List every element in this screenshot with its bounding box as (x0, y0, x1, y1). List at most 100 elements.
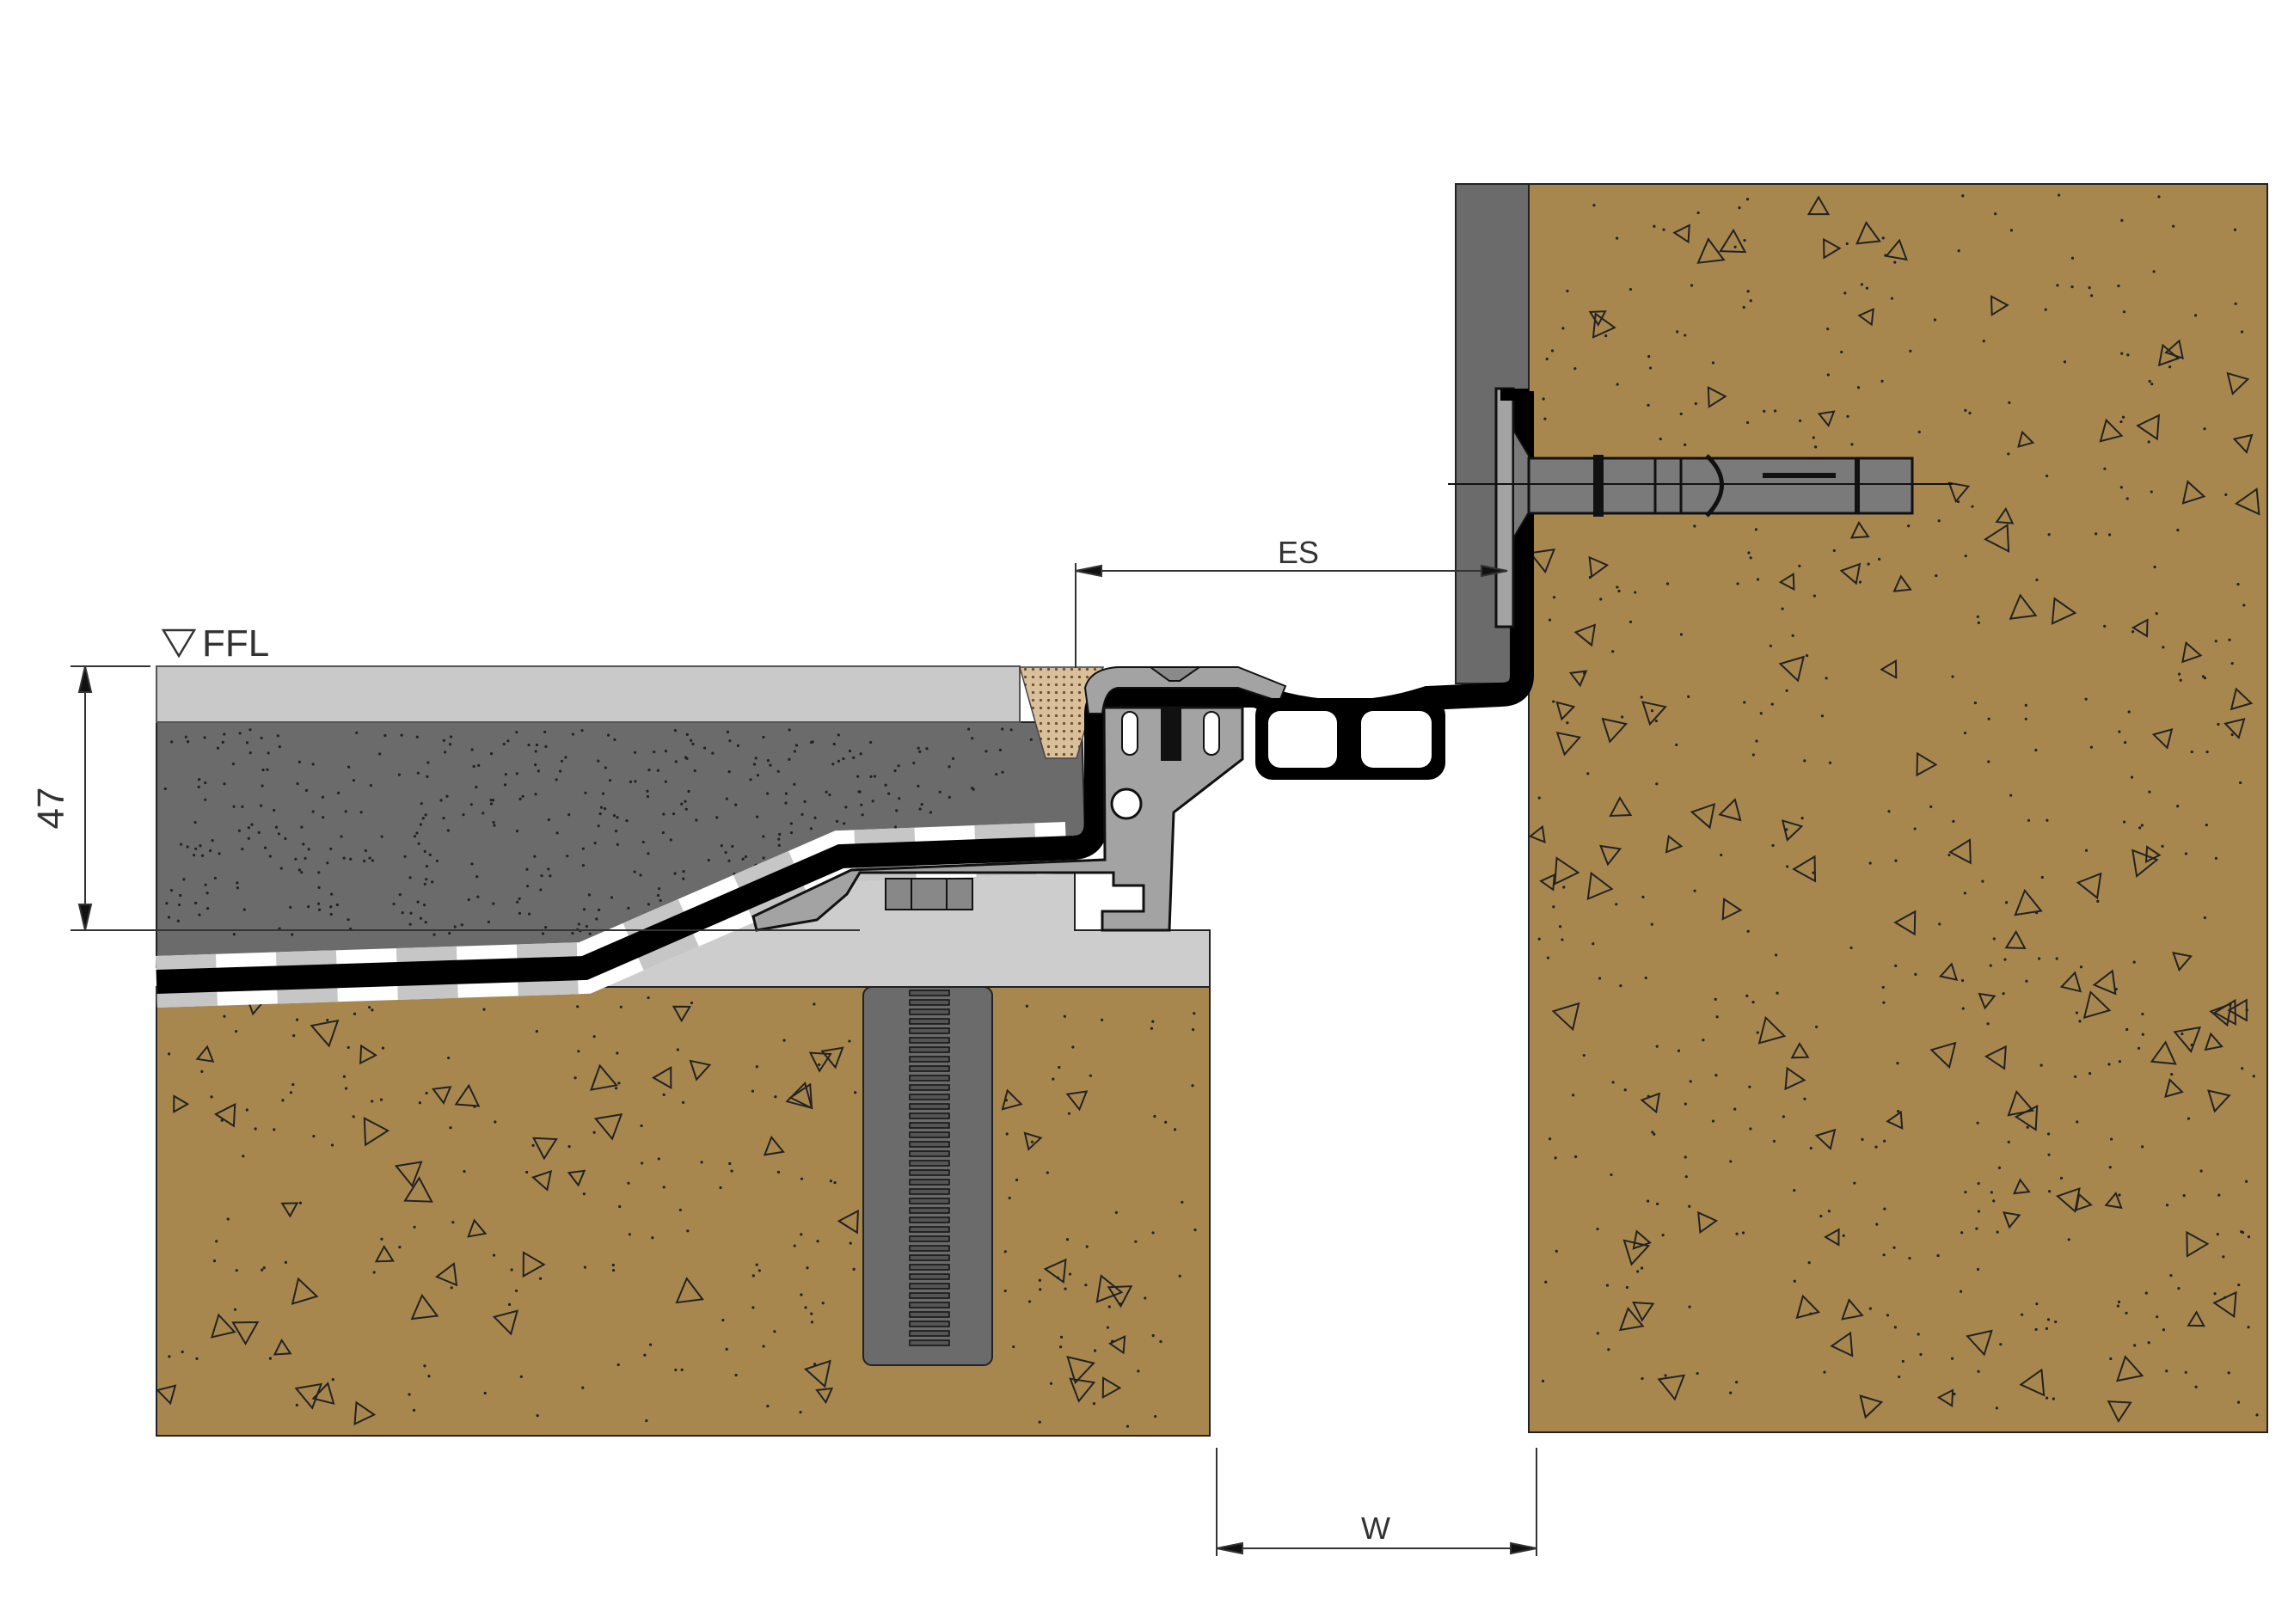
aggregate-dot (1756, 1031, 1759, 1034)
aggregate-dot (1964, 555, 1967, 558)
aggregate-dot (2230, 732, 2234, 737)
aggregate-dot (1616, 585, 1619, 589)
aggregate-dot (1029, 738, 1033, 741)
aggregate-dot (1640, 696, 1643, 699)
aggregate-dot (1919, 1352, 1923, 1357)
aggregate-dot (179, 843, 183, 846)
aggregate-dot (842, 757, 845, 761)
aggregate-dot (1850, 443, 1854, 446)
aggregate-dot (1956, 499, 1960, 504)
aggregate-triangle (1886, 1110, 1904, 1131)
aggregate-dot (294, 857, 297, 861)
aggregate-dot (2035, 578, 2039, 582)
aggregate-dot (1582, 1053, 1586, 1057)
aggregate-dot (1546, 956, 1550, 959)
aggregate-dot (2170, 1073, 2174, 1076)
aggregate-dot (1653, 224, 1656, 228)
aggregate-dot (720, 844, 723, 848)
aggregate-dot (1647, 354, 1651, 359)
aggregate-dot (1743, 238, 1746, 242)
aggregate-triangle (394, 1161, 423, 1188)
aggregate-dot (1798, 564, 1801, 567)
aggregate-dot (1957, 249, 1960, 253)
rod-thread (909, 1198, 950, 1204)
aggregate-dot (181, 1350, 184, 1354)
aggregate-dot (856, 775, 860, 778)
aggregate-dot (1897, 1109, 1900, 1113)
aggregate-dot (1684, 1175, 1688, 1179)
aluminium-profile (751, 706, 1244, 932)
aggregate-triangle (410, 1293, 439, 1321)
aggregate-triangle (363, 1117, 390, 1147)
aggregate-dot (1745, 994, 1749, 997)
aggregate-dot (995, 772, 998, 776)
aggregate-triangle (788, 1082, 813, 1110)
aggregate-dot (1805, 654, 1809, 658)
aggregate-dot (925, 747, 929, 751)
rod-thread (909, 1292, 950, 1299)
aggregate-dot (2150, 490, 2153, 493)
aggregate-triangle (311, 1382, 335, 1405)
aggregate-triangle (2223, 717, 2246, 740)
aggregate-dot (634, 780, 637, 783)
aggregate-dot (1933, 318, 1937, 322)
aggregate-dot (257, 830, 261, 834)
aggregate-triangle (2092, 969, 2117, 996)
aggregate-dot (2230, 662, 2234, 665)
aggregate-dot (643, 1353, 647, 1357)
aggregate-triangle (1839, 562, 1862, 585)
aggregate-dot (848, 749, 852, 753)
aggregate-dot (782, 1039, 786, 1042)
aggregate-triangle (1855, 221, 1881, 245)
rod-thread (909, 1254, 950, 1261)
aggregate-dot (2078, 1020, 2082, 1023)
aggregate-dot (423, 849, 426, 853)
aggregate-dot (1733, 245, 1737, 248)
aggregate-dot (852, 756, 856, 759)
aggregate-triangle (1632, 1301, 1655, 1322)
aggregate-dot (555, 778, 558, 781)
aggregate-dot (1745, 420, 1750, 425)
aggregate-dot (435, 859, 439, 862)
aggregate-dot (248, 728, 252, 732)
aggregate-dot (2107, 1063, 2111, 1066)
aggregate-triangle (820, 1046, 844, 1069)
aggregate-dot (1181, 1200, 1184, 1204)
aggregate-dot (1092, 1402, 1096, 1406)
aggregate-dot (848, 1039, 851, 1043)
aggregate-dot (685, 732, 689, 736)
aggregate-dot (998, 748, 1003, 751)
aggregate-dot (245, 1108, 248, 1112)
aggregate-dot (322, 816, 325, 819)
aggregate-triangle (2230, 687, 2254, 711)
aggregate-dot (752, 763, 757, 766)
aggregate-triangle (1880, 659, 1898, 679)
aggregate-dot (1826, 328, 1830, 331)
aggregate-dot (494, 1120, 497, 1124)
aggregate-triangle (675, 1277, 704, 1304)
aggregate-dot (449, 735, 453, 738)
aggregate-dot (223, 782, 226, 786)
aggregate-triangle (1806, 195, 1831, 216)
seal-void (1268, 711, 1337, 768)
aggregate-triangle (173, 1094, 190, 1114)
aggregate-dot (1843, 291, 1847, 295)
aggregate-dot (540, 874, 543, 878)
aggregate-triangle (1936, 1388, 1954, 1408)
aggregate-dot (1782, 1115, 1785, 1118)
aggregate-dot (1046, 1171, 1049, 1174)
aggregate-dot (1711, 361, 1715, 365)
aggregate-dot (2084, 697, 2088, 701)
aggregate-dot (1950, 1357, 1954, 1360)
aggregate-triangle (531, 1169, 553, 1192)
aggregate-triangle (2164, 339, 2184, 360)
aggregate-triangle (1690, 802, 1716, 830)
aggregate-dot (330, 1143, 334, 1147)
aggregate-dot (917, 746, 920, 750)
aggregate-dot (2141, 1033, 2144, 1036)
aggregate-dot (2046, 1318, 2051, 1321)
aggregate-dot (2109, 1357, 2113, 1361)
aggregate-triangle (353, 1400, 377, 1426)
aggregate-dot (616, 1051, 619, 1055)
aggregate-dot (1541, 1379, 1545, 1382)
